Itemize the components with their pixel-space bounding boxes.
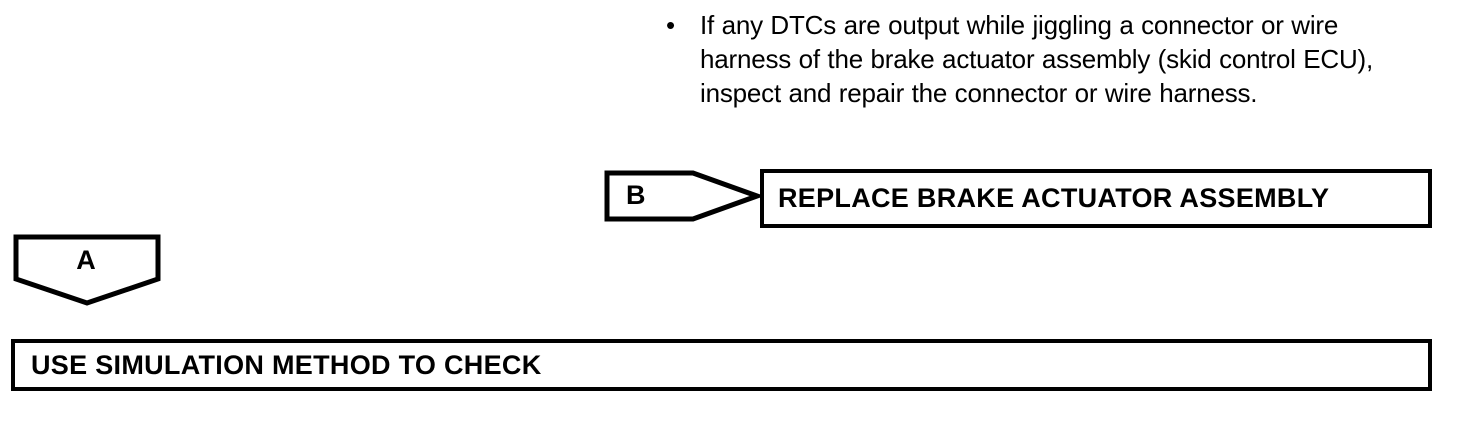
box-replace-brake-actuator-assembly[interactable]: REPLACE BRAKE ACTUATOR ASSEMBLY (760, 169, 1432, 228)
connector-b[interactable]: B (604, 170, 760, 222)
connector-a-shape (13, 234, 161, 306)
connector-b-shape (604, 170, 760, 222)
connector-a-label: A (76, 245, 96, 275)
note-text: If any DTCs are output while jiggling a … (700, 10, 1374, 108)
note-row: • If any DTCs are output while jiggling … (660, 8, 1435, 110)
connector-a[interactable]: A (13, 234, 161, 306)
note-block: • If any DTCs are output while jiggling … (660, 8, 1435, 110)
box-simulation-label: USE SIMULATION METHOD TO CHECK (31, 349, 542, 380)
box-use-simulation-method-to-check[interactable]: USE SIMULATION METHOD TO CHECK (11, 339, 1432, 391)
box-replace-label: REPLACE BRAKE ACTUATOR ASSEMBLY (778, 183, 1330, 213)
connector-b-label: B (626, 180, 646, 210)
bullet-icon: • (666, 10, 676, 40)
